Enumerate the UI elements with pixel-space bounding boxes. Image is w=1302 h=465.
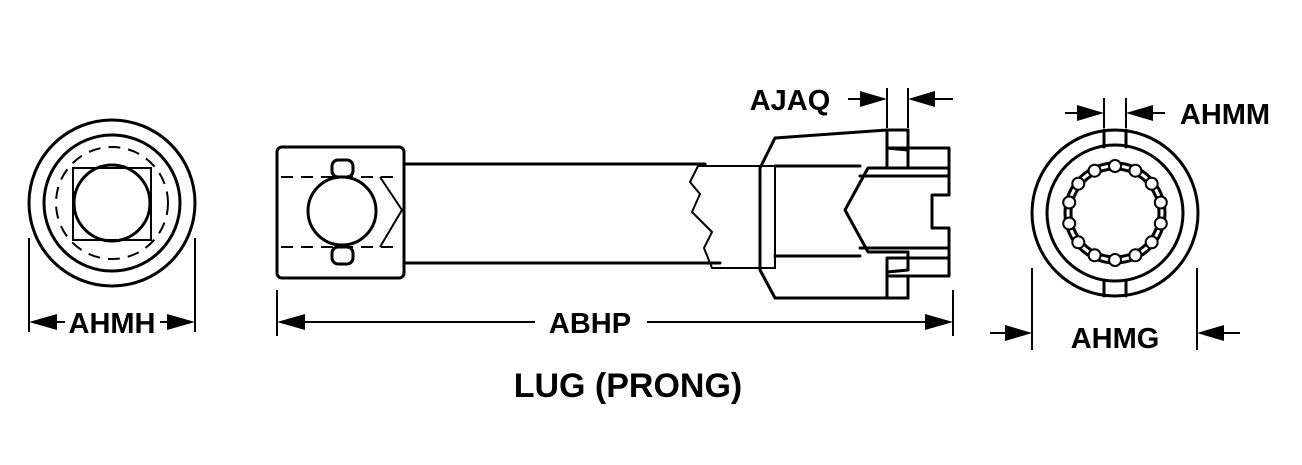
- spline-lobe: [1108, 159, 1122, 173]
- spline-lobe: [1144, 176, 1159, 191]
- spline-lobe: [1087, 248, 1102, 263]
- label-ahmm: AHMM: [1180, 99, 1270, 131]
- spline-lobe: [1128, 248, 1143, 263]
- spline-lobe: [1108, 253, 1122, 267]
- diagram-caption: LUG (PRONG): [514, 367, 743, 405]
- label-ahmh: AHMH: [69, 308, 156, 340]
- dimension-ahmg: AHMG: [990, 268, 1240, 355]
- side-view: [275, 128, 951, 300]
- spline-lobe: [1071, 235, 1086, 250]
- label-ajaq: AJAQ: [750, 85, 831, 117]
- spline-lobe: [1144, 235, 1159, 250]
- dimension-ahmh: AHMH: [28, 238, 196, 340]
- spline-lobe: [1062, 195, 1077, 210]
- label-ahmg: AHMG: [1071, 323, 1160, 355]
- spline-lobe: [1062, 216, 1077, 231]
- dimension-ahmm: AHMM: [1065, 98, 1270, 131]
- left-end-view: [27, 118, 197, 288]
- dimension-abhp: ABHP: [276, 290, 954, 340]
- spline-lobe: [1071, 176, 1086, 191]
- spline-lobe: [1087, 163, 1102, 178]
- spline-lobe: [1153, 216, 1168, 231]
- spline-lobe: [1153, 195, 1168, 210]
- dimension-ajaq: AJAQ: [750, 85, 953, 128]
- spline-lobe: [1128, 163, 1143, 178]
- socket-splines: [1062, 159, 1168, 267]
- label-abhp: ABHP: [549, 308, 631, 340]
- right-end-view: [1030, 128, 1200, 298]
